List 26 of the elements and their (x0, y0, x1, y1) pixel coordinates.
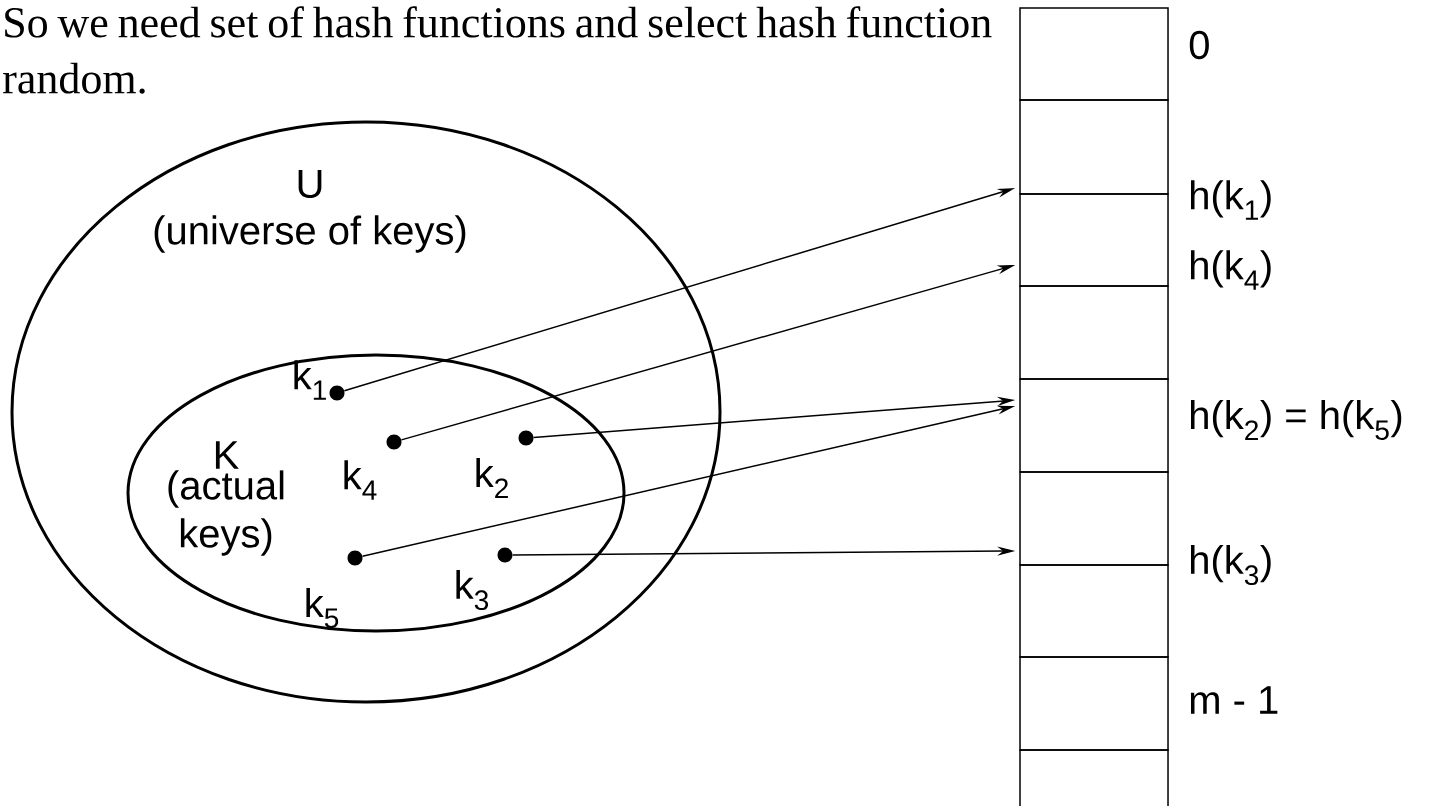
table-slot (1019, 193, 1169, 287)
table-slot (1019, 99, 1169, 195)
table-slot (1019, 471, 1169, 566)
slot-label: m - 1 (1190, 686, 1278, 714)
node-label: k$_{2}$ (476, 458, 508, 498)
table-slot (1019, 7, 1169, 101)
node-label: k$_{4}$ (344, 460, 377, 500)
key-point: k$_{3}$ (456, 547, 513, 611)
slot-label: h(k$_{3}$) (1191, 544, 1271, 586)
node-label: k$_{5}$ (306, 588, 339, 628)
key-point: k$_{5}$ (306, 550, 363, 628)
key-point: k$_{2}$ (476, 430, 534, 498)
table-slot (1019, 564, 1169, 658)
table-slot (1019, 749, 1169, 806)
table-slot (1019, 656, 1169, 751)
node-label: k$_{3}$ (456, 569, 489, 611)
heading-text: So we need set of hash functions and select hash function random. (3, 6, 992, 94)
slot-label: 0 (1189, 30, 1209, 60)
key-point: k$_{4}$ (344, 434, 402, 500)
table-slot (1019, 378, 1169, 473)
slot-label: h(k$_{1}$) (1191, 180, 1271, 220)
slot-label: h(k$_{4}$) (1191, 250, 1271, 290)
node-label: k$_{1}$ (294, 360, 326, 400)
slot-label: h(k$_{2}$) = h(k$_{5}$) (1191, 400, 1402, 440)
table-slot (1019, 285, 1169, 380)
key-point: k$_{1}$ (294, 360, 345, 401)
